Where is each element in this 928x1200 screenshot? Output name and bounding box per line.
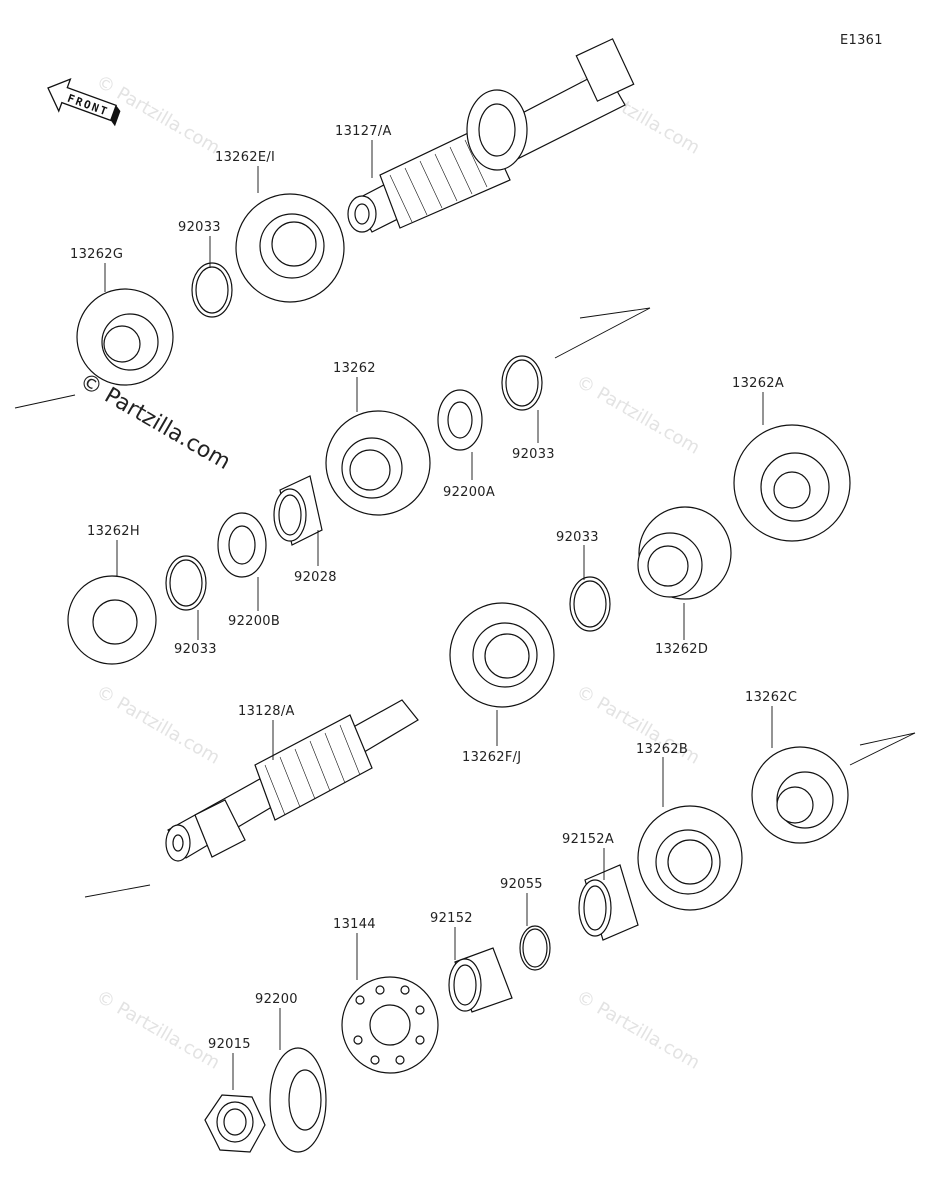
part-label[interactable]: 92055 xyxy=(500,877,543,892)
part-label[interactable]: 13128/A xyxy=(238,704,295,719)
gear-13262G xyxy=(76,288,174,386)
washer-92200A-inner xyxy=(447,401,473,439)
part-label[interactable]: 92033 xyxy=(512,447,555,462)
circlip-92033-inner xyxy=(169,559,203,607)
part-label[interactable]: 13127/A xyxy=(335,124,392,139)
collar-92152A xyxy=(578,864,639,941)
gear-13262EI xyxy=(235,193,345,303)
gear-13262 xyxy=(325,410,431,516)
gear-13262FJ xyxy=(449,602,555,708)
leader-lines xyxy=(104,140,773,1090)
circlip-92033-inner xyxy=(573,580,607,628)
collar-92152 xyxy=(448,947,513,1013)
part-label[interactable]: 92152 xyxy=(430,911,473,926)
axis-lines xyxy=(14,307,916,898)
part-label[interactable]: 13262D xyxy=(655,642,708,657)
part-label[interactable]: 13262G xyxy=(70,247,123,262)
part-label[interactable]: 92200A xyxy=(443,485,495,500)
part-label[interactable]: 92200 xyxy=(255,992,298,1007)
gear-13262D xyxy=(637,506,732,600)
watermark: © Partzilla.com xyxy=(573,986,704,1074)
part-label[interactable]: 92033 xyxy=(556,530,599,545)
part-label[interactable]: 92200B xyxy=(228,614,280,629)
gear-13262B xyxy=(637,805,743,911)
part-label[interactable]: 13262C xyxy=(745,690,797,705)
circlip-92033-inner xyxy=(505,359,539,407)
shaft-13128A xyxy=(165,699,419,862)
part-label[interactable]: 13262H xyxy=(87,524,140,539)
diagram-code: E1361 xyxy=(840,33,883,48)
watermark: © Partzilla.com xyxy=(93,681,224,769)
part-label[interactable]: 13144 xyxy=(333,917,376,932)
part-label[interactable]: 13262B xyxy=(636,742,688,757)
part-label[interactable]: 92152A xyxy=(562,832,614,847)
watermark-main: © Partzilla.com xyxy=(75,369,235,476)
nut-92015 xyxy=(204,1094,266,1153)
part-label[interactable]: 92015 xyxy=(208,1037,251,1052)
part-label[interactable]: 13262E/I xyxy=(215,150,275,165)
gear-13262C xyxy=(751,746,849,844)
gear-13262A xyxy=(733,424,851,542)
part-label[interactable]: 92028 xyxy=(294,570,337,585)
sprocket-13144 xyxy=(341,976,439,1074)
oring-92055-inner xyxy=(522,928,548,968)
watermark: © Partzilla.com xyxy=(93,986,224,1074)
washer-92200-inner xyxy=(288,1069,322,1131)
shaft-13127A xyxy=(347,38,635,233)
bearing-92028 xyxy=(273,475,323,546)
part-label[interactable]: 92033 xyxy=(174,642,217,657)
part-label[interactable]: 13262 xyxy=(333,361,376,376)
watermark: © Partzilla.com xyxy=(573,371,704,459)
circlip-92033-inner xyxy=(195,266,229,314)
gear-13262H xyxy=(67,575,157,665)
part-label[interactable]: 13262A xyxy=(732,376,784,391)
part-labels: 13127/A 13262E/I 92033 13262G 13262 9220… xyxy=(70,124,797,1052)
part-label[interactable]: 92033 xyxy=(178,220,221,235)
part-label[interactable]: 13262F/J xyxy=(462,750,521,765)
washer-92200B-inner xyxy=(228,525,256,565)
